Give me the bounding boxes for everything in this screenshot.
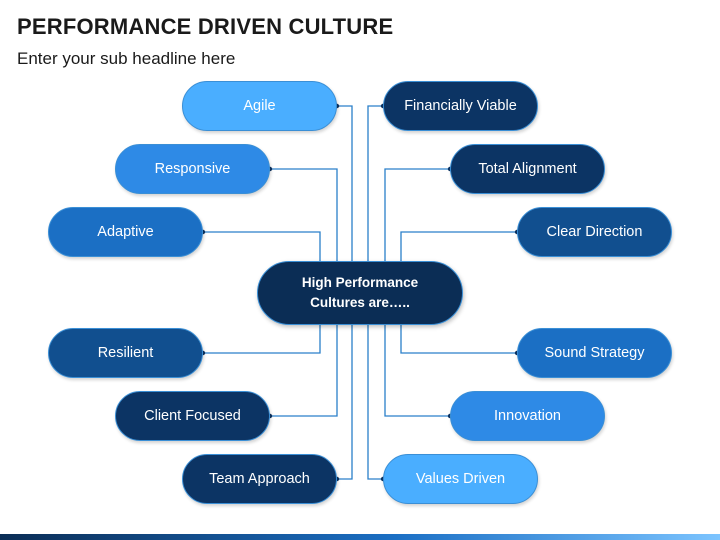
connector-financially-viable — [367, 105, 383, 261]
pill-agile: Agile — [182, 81, 337, 131]
pill-label: Team Approach — [209, 471, 310, 487]
pill-label: Sound Strategy — [544, 345, 645, 361]
connector-responsive — [270, 168, 338, 261]
pill-label: Total Alignment — [478, 161, 577, 177]
pill-adaptive: Adaptive — [48, 207, 203, 257]
center-node: High Performance Cultures are….. — [257, 261, 463, 325]
connector-resilient — [203, 325, 321, 354]
pill-label: Clear Direction — [546, 224, 643, 240]
pill-label: Resilient — [97, 345, 154, 361]
pill-team-approach: Team Approach — [182, 454, 337, 504]
bottom-accent-bar — [0, 534, 720, 540]
connector-values-driven — [367, 325, 383, 480]
connector-adaptive — [203, 231, 321, 261]
pill-responsive: Responsive — [115, 144, 270, 194]
connector-total-alignment — [384, 168, 450, 261]
pill-label: Client Focused — [144, 408, 241, 424]
pill-clear-direction: Clear Direction — [517, 207, 672, 257]
pill-sound-strategy: Sound Strategy — [517, 328, 672, 378]
connector-clear-direction — [400, 231, 517, 261]
pill-label: Responsive — [154, 161, 231, 177]
pill-financially-viable: Financially Viable — [383, 81, 538, 131]
page-subtitle: Enter your sub headline here — [17, 49, 236, 68]
connector-client-focused — [270, 325, 338, 417]
pill-label: Innovation — [494, 408, 561, 424]
pill-label: Adaptive — [97, 224, 154, 240]
pill-label: Values Driven — [415, 471, 506, 487]
pill-total-alignment: Total Alignment — [450, 144, 605, 194]
connector-sound-strategy — [400, 325, 517, 354]
pill-resilient: Resilient — [48, 328, 203, 378]
center-label: High Performance Cultures are….. — [301, 275, 419, 310]
pill-client-focused: Client Focused — [115, 391, 270, 441]
connector-agile — [337, 105, 353, 261]
pill-innovation: Innovation — [450, 391, 605, 441]
pill-values-driven: Values Driven — [383, 454, 538, 504]
connector-innovation — [384, 325, 450, 417]
pill-label: Agile — [243, 98, 276, 114]
pill-label: Financially Viable — [404, 98, 517, 114]
connector-team-approach — [337, 325, 353, 480]
page-title: PERFORMANCE DRIVEN CULTURE — [17, 14, 394, 39]
